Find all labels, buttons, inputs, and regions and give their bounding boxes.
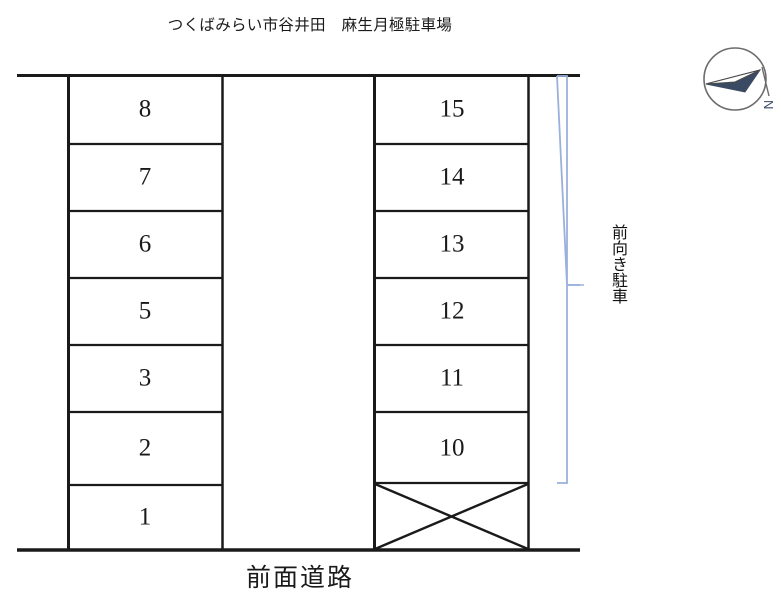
front-parking-direction-label: 前向き駐車 [609, 224, 626, 304]
stall-label-right-5: 10 [440, 435, 465, 462]
stall-label-left-2: 6 [139, 231, 152, 258]
frontage-road-label: 前面道路 [245, 564, 354, 592]
stall-label-right-1: 14 [440, 164, 466, 191]
stall-label-left-3: 5 [139, 298, 152, 325]
front-parking-bracket [556, 75, 580, 484]
compass-north-label: N [761, 100, 776, 109]
stall-label-left-6: 1 [139, 504, 152, 531]
stall-label-left-0: 8 [139, 96, 152, 123]
stall-label-left-1: 7 [139, 164, 152, 191]
stall-label-right-0: 15 [440, 96, 465, 123]
stall-label-left-4: 3 [139, 365, 152, 392]
stall-label-right-3: 12 [440, 298, 465, 325]
north-arrow-icon [703, 47, 770, 111]
stall-label-right-2: 13 [440, 231, 465, 258]
stall-label-left-5: 2 [139, 435, 152, 462]
crossed-stall-diagonal-b [374, 482, 529, 551]
page-title: つくばみらい市谷井田 麻生月極駐車場 [167, 17, 453, 34]
stall-label-right-4: 11 [440, 365, 464, 392]
